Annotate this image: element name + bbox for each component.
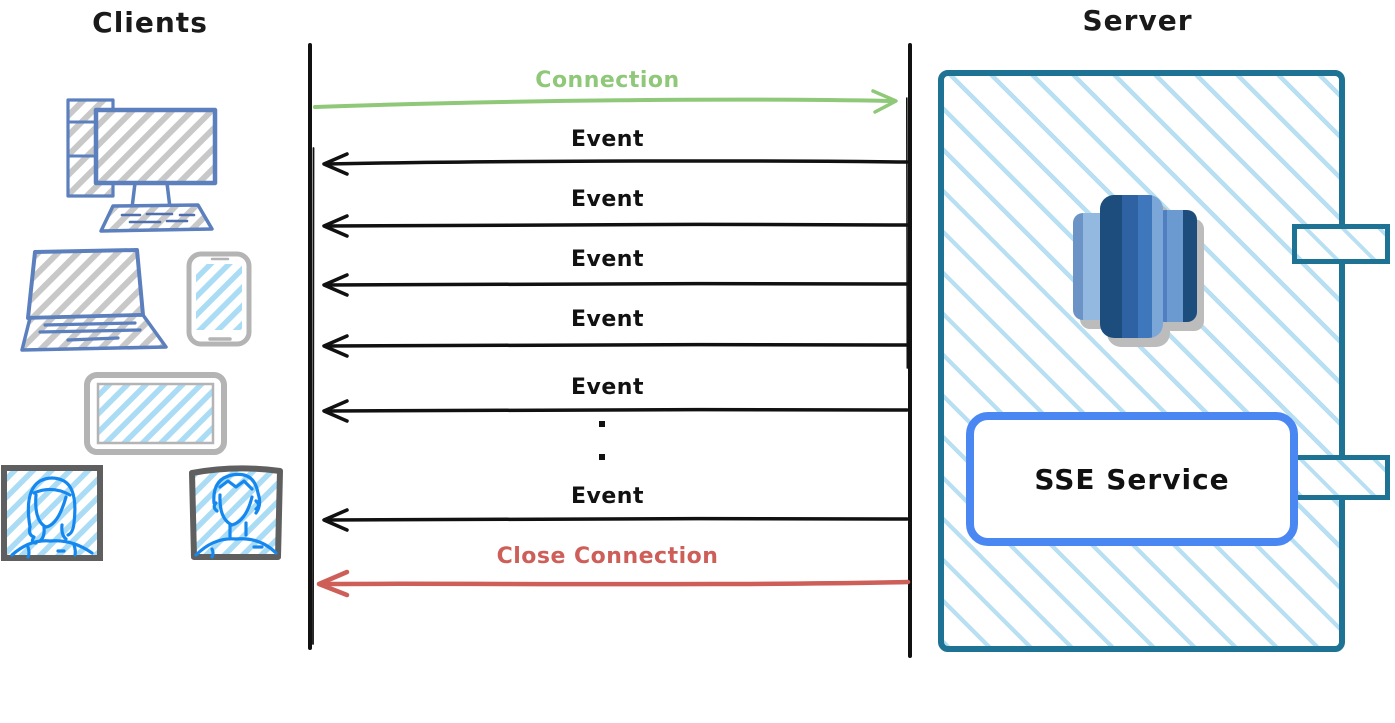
db-center-cylinder	[1100, 195, 1163, 338]
avatar-face	[10, 476, 94, 559]
server-port-bottom	[1292, 455, 1390, 500]
smartphone-icon	[186, 251, 252, 347]
laptop-screen	[26, 248, 145, 320]
phone-screen	[196, 264, 242, 330]
message-label-event: Event	[571, 307, 644, 332]
message-label-connection: Connection	[535, 68, 680, 93]
user-avatar-male-icon	[189, 465, 283, 560]
clients-title: Clients	[92, 6, 208, 39]
message-label-event: Event	[571, 484, 644, 509]
message-label-event: Event	[571, 247, 644, 272]
message-label-event: Event	[571, 127, 644, 152]
laptop-icon	[20, 248, 168, 352]
user-avatar-female-icon	[1, 465, 103, 561]
close-connection-arrow	[316, 569, 911, 598]
avatar-frame	[189, 465, 283, 560]
server-title: Server	[1082, 4, 1193, 37]
server-box	[938, 70, 1345, 652]
desktop-computer-icon	[66, 98, 218, 233]
message-label-close-connection: Close Connection	[496, 544, 719, 569]
tablet-icon	[84, 372, 227, 455]
ellipsis-dot	[599, 421, 605, 427]
avatar-frame	[1, 465, 103, 561]
monitor	[93, 107, 218, 186]
database-icon	[1073, 195, 1204, 347]
avatar-face	[194, 472, 278, 559]
event-arrows	[322, 152, 909, 532]
server-port-top	[1292, 224, 1390, 264]
tablet-screen	[96, 382, 215, 445]
message-label-event: Event	[571, 375, 644, 400]
sse-service-box: SSE Service	[966, 412, 1298, 546]
sse-service-label: SSE Service	[1034, 462, 1230, 496]
connection-arrow	[313, 89, 898, 114]
sequence-lanes	[308, 43, 912, 658]
keyboard	[99, 203, 214, 233]
message-label-event: Event	[571, 187, 644, 212]
ellipsis-dot	[599, 454, 605, 460]
